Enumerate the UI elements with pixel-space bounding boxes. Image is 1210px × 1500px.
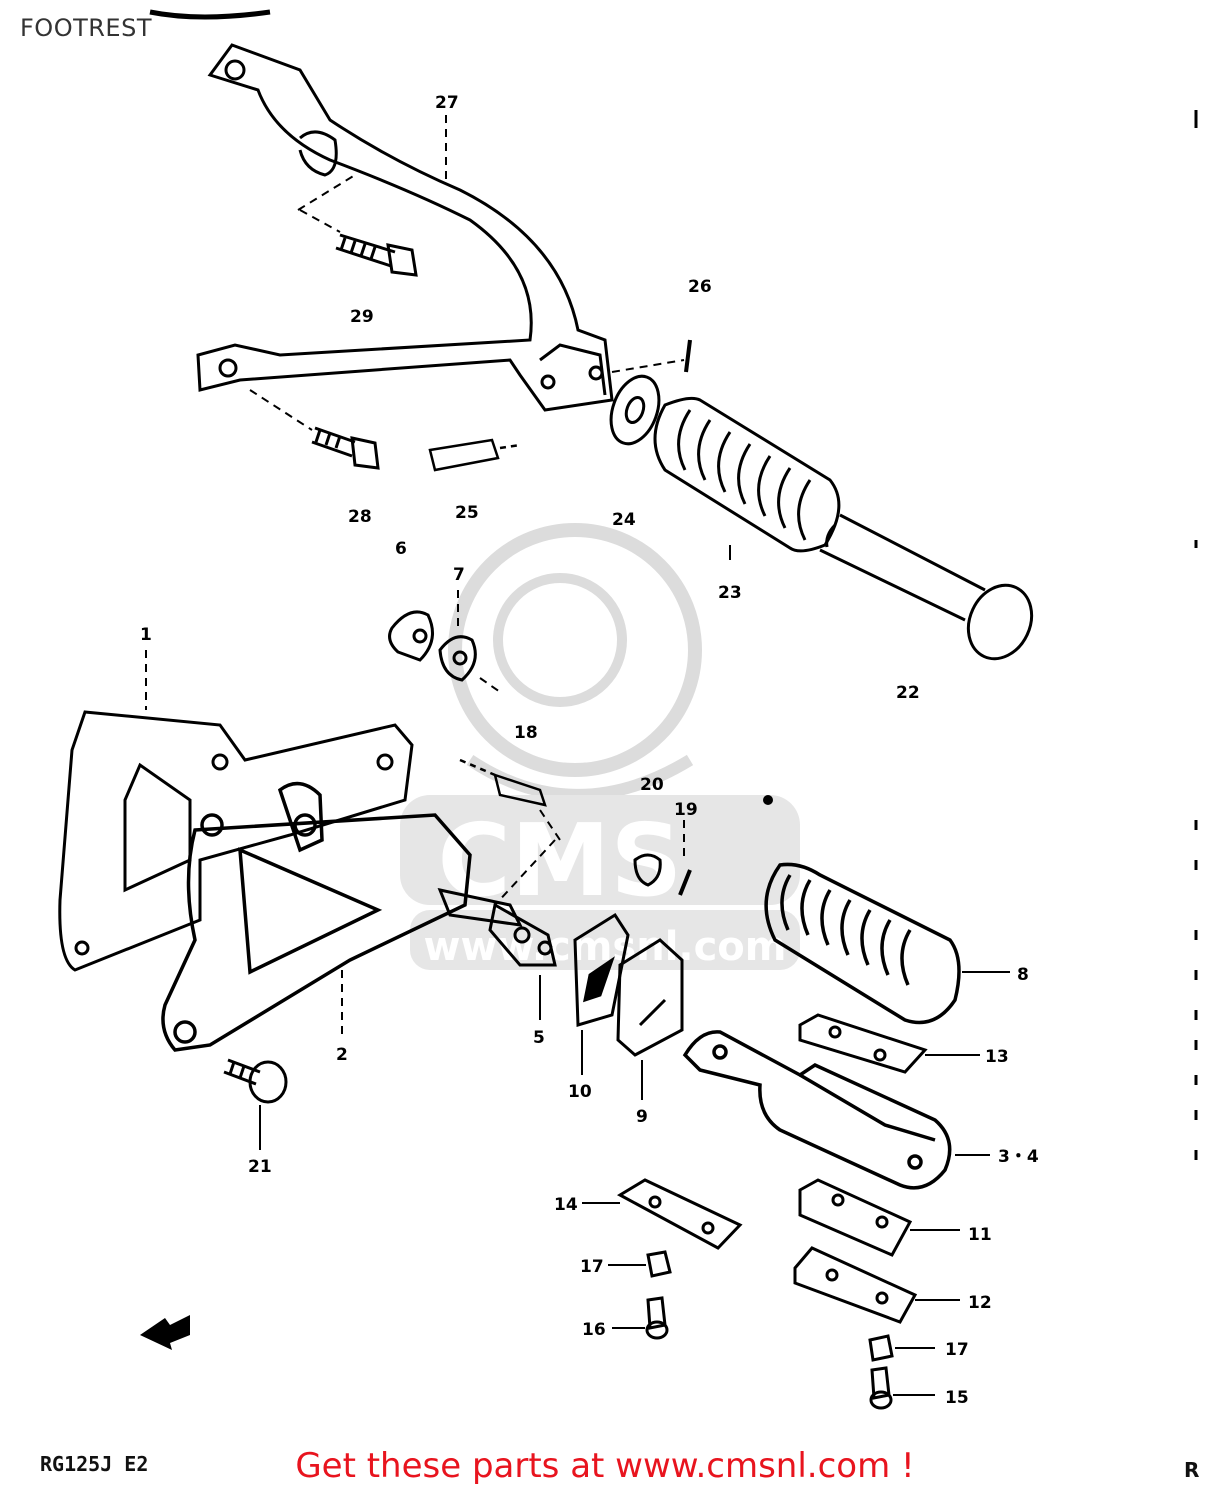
- callout-23: 23: [718, 583, 742, 603]
- callout-27: 27: [435, 93, 459, 113]
- screw-part-15: [869, 1366, 893, 1410]
- callout-29: 29: [350, 307, 374, 327]
- callout-2: 2: [336, 1045, 348, 1065]
- leader-7: [457, 590, 501, 693]
- bolt-part-21: [223, 1058, 288, 1104]
- pin-part-25: [428, 438, 521, 472]
- callout-25: 25: [455, 503, 479, 523]
- callout-14: 14: [554, 1195, 578, 1215]
- callout-12: 12: [968, 1293, 992, 1313]
- callout-11: 11: [968, 1225, 992, 1245]
- dot-mark: [763, 795, 773, 805]
- cotter-pin-part-26: [684, 339, 692, 373]
- clip-part-20: [633, 853, 662, 887]
- leader-29: [297, 174, 356, 233]
- top-edge-mark: [149, 9, 271, 20]
- washer-part-24: [609, 374, 661, 446]
- page-title: FOOTREST: [20, 14, 152, 42]
- callout-8: 8: [1017, 965, 1029, 985]
- callout-26: 26: [688, 277, 712, 297]
- callout-19: 19: [674, 800, 698, 820]
- callout-7: 7: [453, 565, 465, 585]
- plate-part-13: [798, 1013, 928, 1074]
- watermark-site-text: www.cmsnl.com: [424, 924, 787, 970]
- front-direction-arrow-icon: [140, 1315, 190, 1350]
- bolt-part-29: [335, 233, 418, 277]
- pillion-bracket-part-27: [196, 43, 614, 412]
- callout-9: 9: [636, 1107, 648, 1127]
- leader-26: [611, 359, 685, 373]
- cmsnl-watermark: [400, 523, 800, 970]
- callout-1: 1: [140, 625, 152, 645]
- callout-20: 20: [640, 775, 664, 795]
- callout-10: 10: [568, 1082, 592, 1102]
- washer-part-7: [438, 635, 477, 682]
- callout-16: 16: [582, 1320, 606, 1340]
- callout-3-4: 3・4: [998, 1147, 1039, 1167]
- bracket-part-1: [58, 710, 414, 972]
- callout-6: 6: [395, 539, 407, 559]
- pad-part-11: [798, 1178, 913, 1257]
- callout-13: 13: [985, 1047, 1009, 1067]
- footrest-rubber-part-8: [764, 862, 961, 1025]
- pivot-pin-part-5: [437, 887, 557, 967]
- get-parts-link[interactable]: Get these parts at www.cmsnl.com !: [295, 1446, 915, 1486]
- callout-17-b: 17: [945, 1340, 969, 1360]
- footrest-part-3-4: [682, 1030, 952, 1190]
- bracket-part-2: [161, 781, 472, 1052]
- callout-17-a: 17: [580, 1257, 604, 1277]
- plate-part-14: [616, 1178, 743, 1250]
- screw-part-16: [645, 1296, 669, 1340]
- callout-24: 24: [612, 510, 636, 530]
- callout-15: 15: [945, 1388, 969, 1408]
- leader-20: [494, 809, 561, 906]
- callout-5: 5: [533, 1028, 545, 1048]
- spring-part-9: [616, 938, 684, 1057]
- callout-28: 28: [348, 507, 372, 527]
- bolt-part-28: [311, 426, 380, 470]
- cotter-pin-part-19: [678, 869, 692, 896]
- pad-part-12: [793, 1246, 918, 1324]
- model-code: RG125J E2: [40, 1452, 149, 1476]
- spacer-part-6: [388, 610, 434, 662]
- callout-21: 21: [248, 1157, 272, 1177]
- leader-28: [249, 389, 313, 431]
- nut-part-17-a: [646, 1250, 672, 1278]
- watermark-logo-text: CMS: [438, 802, 683, 919]
- corner-mark: R: [1184, 1458, 1200, 1482]
- callout-22: 22: [896, 683, 920, 703]
- rubber-part-23: [653, 396, 841, 553]
- nut-part-17-b: [868, 1334, 894, 1362]
- callout-18: 18: [514, 723, 538, 743]
- pin-part-18: [459, 758, 547, 807]
- footrest-bar-part-22: [819, 513, 1034, 661]
